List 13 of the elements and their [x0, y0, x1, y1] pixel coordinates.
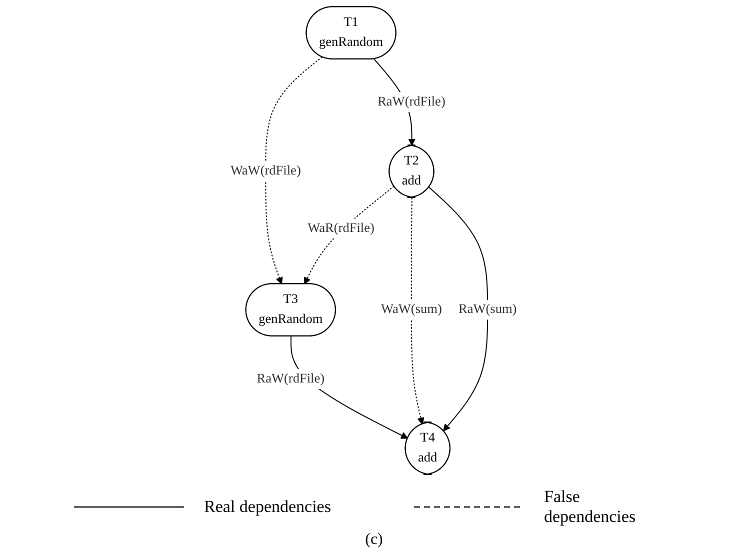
edge-label: WaW(rdFile) — [230, 164, 302, 178]
arrow — [266, 56, 323, 284]
edge-label: WaW(sum) — [381, 302, 442, 316]
edge-label: RaW(rdFile) — [257, 372, 325, 386]
arrow — [411, 197, 425, 425]
legend-label: Real dependencies — [204, 497, 332, 517]
edge-label: RaW(rdFile) — [378, 94, 446, 109]
edge-label: WaR(rdFile) — [308, 221, 375, 236]
caption: (c) — [365, 531, 383, 549]
edge-label: RaW(sum) — [458, 302, 518, 316]
arrow — [428, 186, 488, 432]
legend-label: False dependencies — [544, 487, 637, 527]
arrow — [304, 186, 395, 284]
